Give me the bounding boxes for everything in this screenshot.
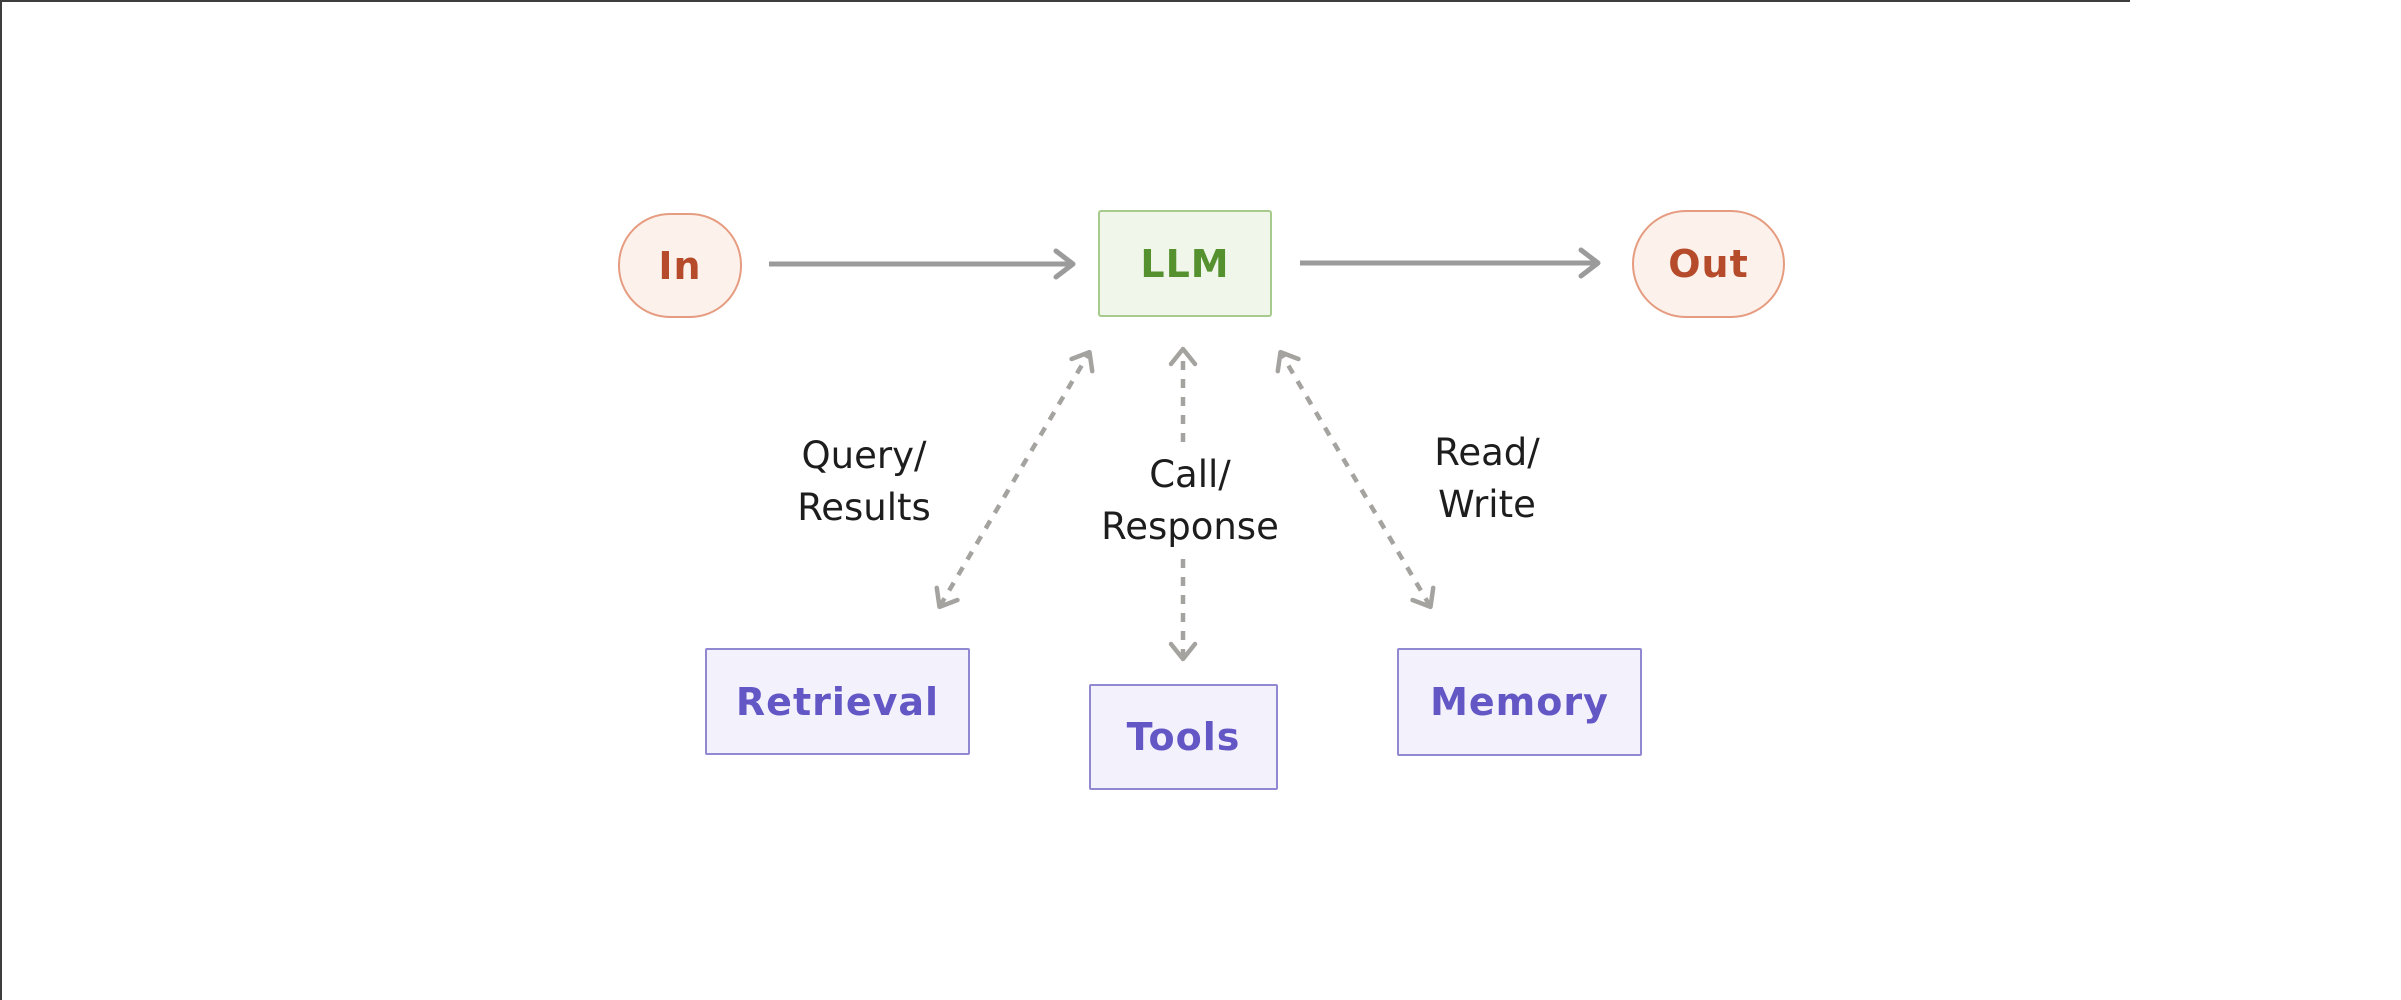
edge-label-call-line2: Response [1101,505,1279,548]
window-frame-left-border [0,0,2,1000]
node-tools: Tools [1089,684,1278,790]
edge-label-query-results: Query/ Results [789,430,939,534]
node-llm-label: LLM [1140,241,1230,286]
node-out: Out [1632,210,1785,318]
edge-label-read-line1: Read/ [1434,431,1540,474]
node-llm: LLM [1098,210,1272,317]
edge-label-read-write: Read/ Write [1426,427,1548,531]
node-retrieval: Retrieval [705,648,970,755]
node-retrieval-label: Retrieval [735,679,940,724]
edge-label-call-response: Call/ Response [1093,449,1287,553]
edge-label-query-line1: Query/ [801,434,927,477]
node-tools-label: Tools [1126,715,1241,759]
edge-llm-memory [1275,349,1436,610]
node-in-label: In [658,243,702,288]
edge-llm-retrieval [934,349,1095,610]
window-frame-top-border [0,0,2130,2]
edge-label-read-line2: Write [1438,483,1536,526]
node-memory: Memory [1397,648,1642,756]
edge-label-call-line1: Call/ [1149,453,1231,496]
node-memory-label: Memory [1430,680,1609,724]
node-out-label: Out [1668,242,1749,286]
node-in: In [618,213,742,318]
edge-label-query-line2: Results [797,486,931,529]
